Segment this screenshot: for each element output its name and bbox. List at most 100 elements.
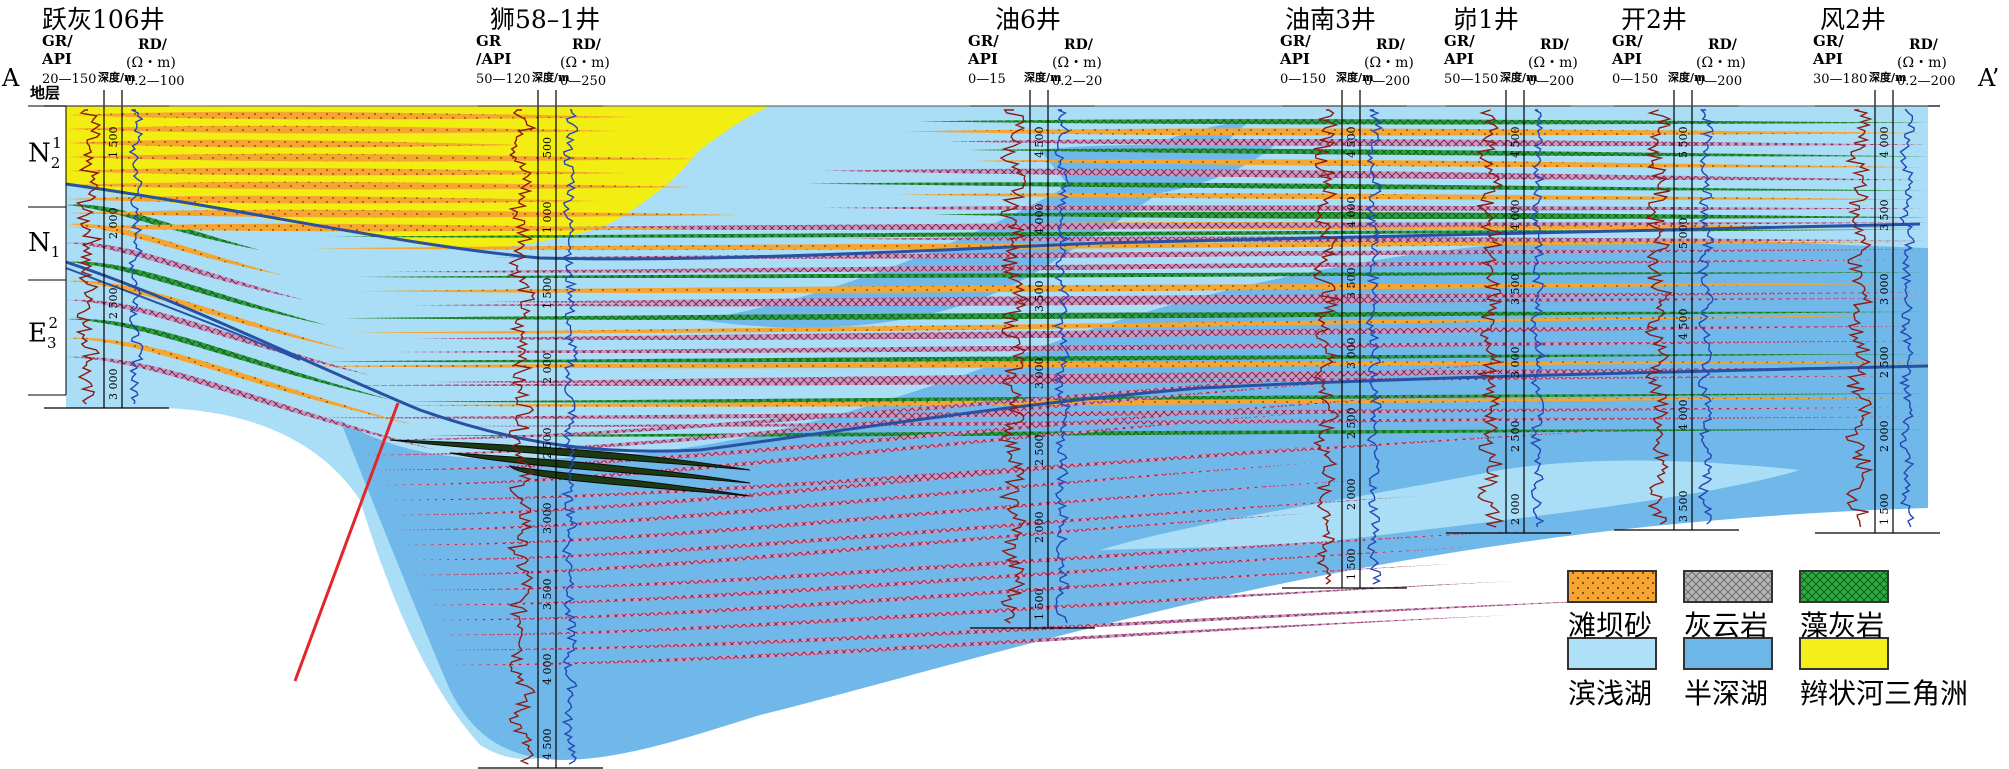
fault-line [293, 402, 400, 682]
depth-tick-label: 3 000 [1345, 337, 1358, 370]
left-lens [66, 280, 348, 350]
rd-log-curve [1529, 109, 1547, 528]
middle-lens [327, 229, 1928, 238]
depth-tick-label: 3 000 [1878, 273, 1891, 305]
rd-unit: (Ω・m) [560, 55, 610, 71]
middle-lens [343, 311, 1929, 320]
strat-n2-1: N21 [28, 134, 62, 172]
gr-scale: 50—120 [476, 72, 531, 87]
rd-scale: 0.2—200 [1897, 74, 1956, 89]
gr-scale: 0—15 [968, 72, 1006, 87]
section-start-label: A [2, 64, 20, 92]
depth-tick-label: 2 500 [1878, 346, 1891, 379]
middle-lens [304, 361, 1928, 369]
gr-scale: 0—150 [1280, 72, 1327, 87]
depth-tick-label: 500 [541, 137, 554, 158]
basin-lens [408, 496, 1422, 561]
gr-scale: 20—150 [42, 72, 97, 87]
legend-swatches [1567, 570, 1889, 670]
neogene-lens [934, 211, 1928, 220]
horizon-n1-e3 [65, 260, 1929, 453]
neogene-lens [902, 128, 1929, 136]
depth-header: 深度/m [1668, 71, 1706, 84]
well-name: 油6井 [995, 5, 1061, 34]
basin-lens [420, 530, 1541, 591]
legend-swatch-beach-bar [1567, 570, 1657, 603]
middle-lens [432, 367, 1929, 384]
basin-lens [390, 445, 1334, 516]
well-name: 狮58–1井 [490, 5, 601, 34]
gr-unit: API [968, 50, 998, 68]
delta-finger [66, 195, 602, 204]
legend-label-deep-lake: 半深湖 [1684, 677, 1769, 710]
depth-header: 深度/m [532, 71, 570, 84]
rd-scale: 0—250 [560, 74, 607, 89]
middle-lens [420, 222, 1929, 230]
depth-tick-label: 2 000 [541, 352, 554, 384]
rd-unit: (Ω・m) [1528, 55, 1578, 71]
basin-lens [438, 581, 1516, 636]
delta-finger [66, 167, 629, 176]
rd-log-curve [1365, 109, 1384, 585]
middle-lens [417, 325, 1929, 340]
left-lens [66, 223, 282, 275]
legend-swatch-algal [1799, 570, 1889, 603]
rd-scale: 0.2—100 [126, 74, 185, 89]
strat-n1: N1 [28, 228, 61, 262]
rd-scale: 0—200 [1528, 74, 1575, 89]
gr-scale: 30—180 [1813, 72, 1868, 87]
algal-dark-lens [449, 452, 751, 484]
basin-lens [360, 360, 1556, 441]
depth-tick-label: 4 000 [1878, 126, 1891, 159]
depth-tick-label: 4 000 [1677, 399, 1690, 432]
middle-lens [352, 272, 1929, 279]
strat-column [28, 105, 1928, 396]
section-end-label: A’ [1978, 64, 2000, 92]
depth-tick-label: 2 500 [1345, 407, 1358, 440]
gr-log-curve [998, 109, 1030, 624]
delta-finger [66, 153, 702, 162]
middle-lens [309, 241, 1929, 250]
middle-lens [325, 353, 1929, 363]
basin-lens [432, 564, 1451, 621]
left-lens [66, 337, 414, 425]
depth-header: 深度/m [1500, 71, 1538, 84]
depth-tick-label: 1 000 [541, 201, 554, 234]
depth-header: 深度/m [1869, 71, 1907, 84]
rd-scale: 0—200 [1364, 74, 1411, 89]
legend-label-beach-bar: 滩坝砂 [1568, 609, 1653, 642]
depth-header: 深度/m [1024, 71, 1062, 84]
middle-lens [398, 397, 1928, 407]
depth-tick-label: 1 500 [1345, 548, 1358, 581]
depth-tick-label: 3 500 [1677, 490, 1690, 523]
rd-label: RD/ [1909, 37, 1938, 53]
depth-tick-label: 3 000 [541, 502, 554, 535]
depth-tick-label: 2 500 [1033, 434, 1046, 467]
gr-label: GR/ [42, 32, 73, 50]
gr-scale: 0—150 [1612, 72, 1659, 87]
rd-log-curve [1898, 109, 1916, 528]
legend-swatch-shallow-lake [1567, 637, 1657, 670]
delta-finger [66, 111, 635, 120]
middle-lens [491, 249, 1929, 259]
depth-tick-label: 3 500 [1509, 273, 1522, 305]
basin-lens [372, 394, 1444, 471]
neogene-lens [946, 138, 1928, 147]
depth-tick-label: 1 500 [541, 277, 554, 309]
depth-tick-label: 4 500 [541, 728, 554, 761]
gr-unit: API [1813, 50, 1843, 68]
algal-dark-lens [508, 464, 751, 497]
neogene-lens [917, 119, 1928, 125]
basin-lens [414, 513, 1312, 576]
rd-log-curve [1697, 109, 1715, 525]
depth-tick-label: 4 500 [1345, 126, 1358, 159]
depth-tick-label: 2 000 [1345, 478, 1358, 510]
gr-log-curve [1644, 109, 1673, 525]
depth-tick-label: 3 500 [541, 578, 554, 610]
delta-finger [66, 125, 620, 134]
depth-tick-label: 4 500 [1677, 308, 1690, 341]
gr-log-curve [506, 109, 538, 765]
gr-label: GR/ [1444, 32, 1475, 50]
rd-unit: (Ω・m) [1696, 55, 1746, 71]
